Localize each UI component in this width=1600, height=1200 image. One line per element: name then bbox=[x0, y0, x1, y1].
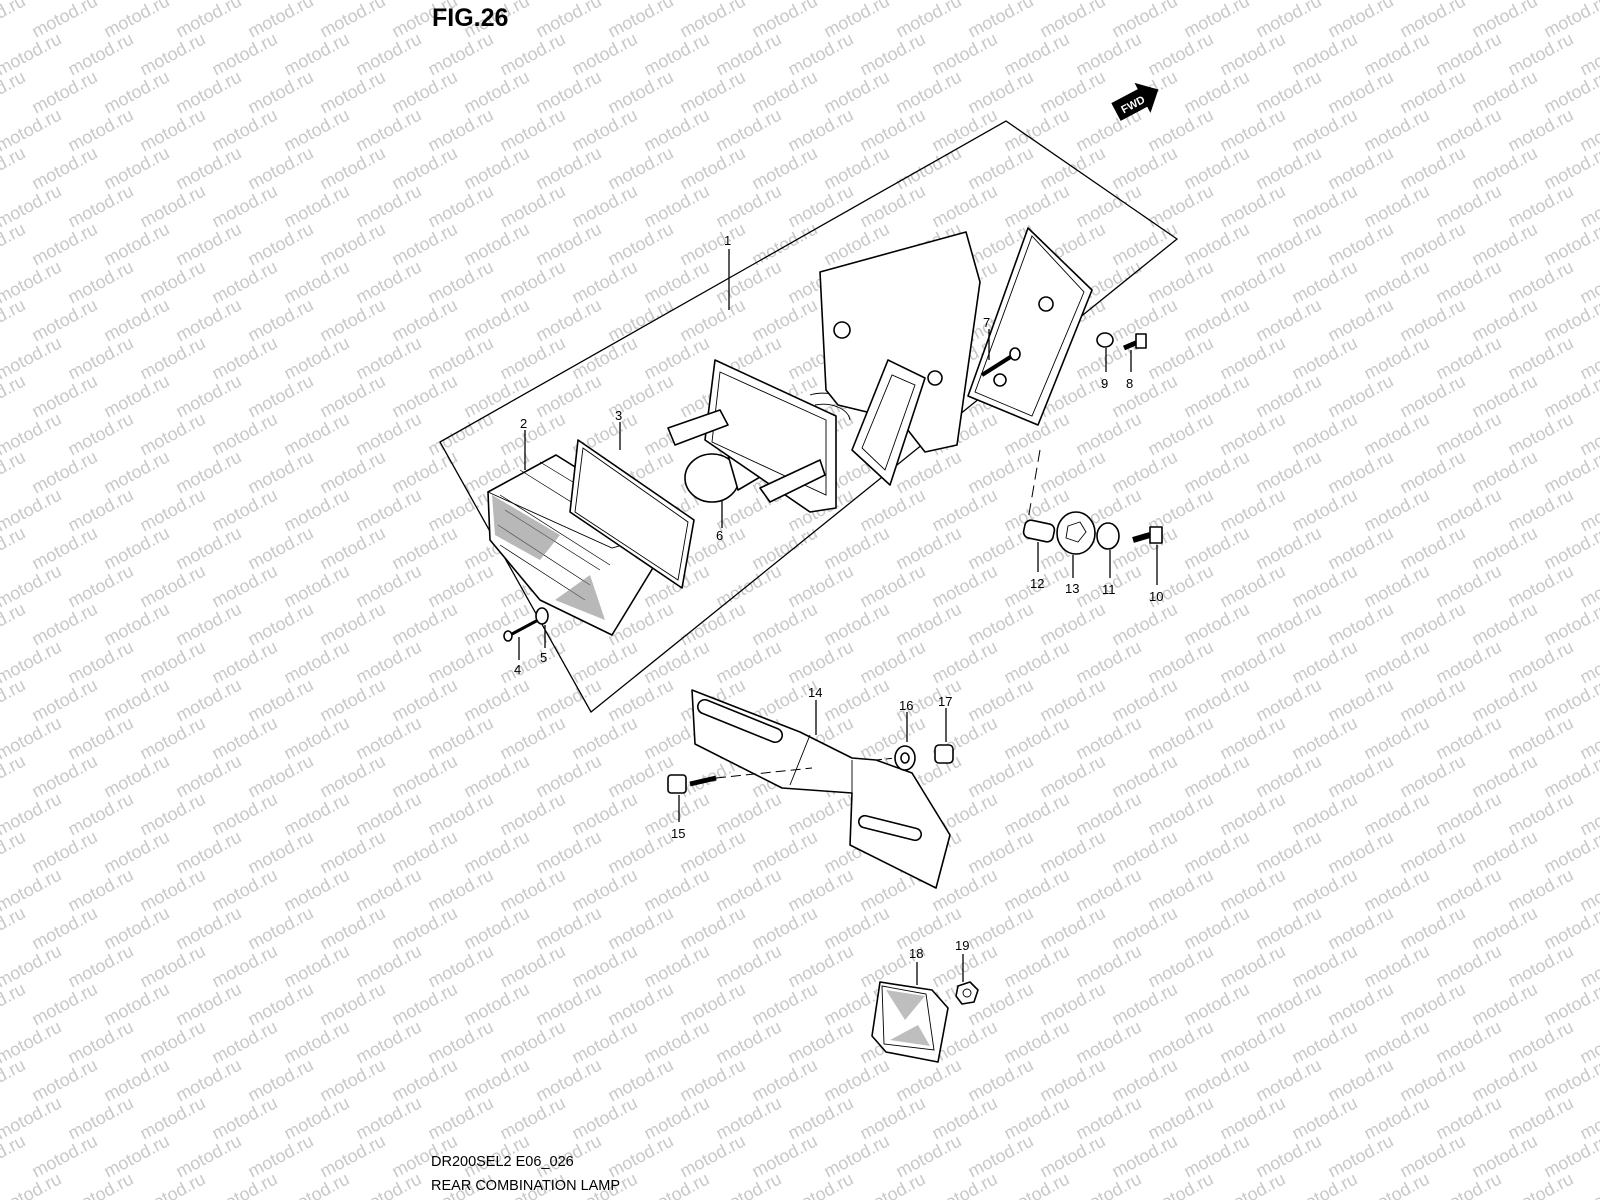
screw-4 bbox=[503, 617, 541, 642]
callout-14: 14 bbox=[808, 685, 822, 700]
bracket-part bbox=[819, 231, 981, 453]
bolt-10 bbox=[1132, 526, 1163, 544]
callout-13: 13 bbox=[1065, 581, 1079, 596]
callout-2: 2 bbox=[520, 416, 527, 431]
assembly-guide bbox=[1027, 449, 1041, 521]
washer-5 bbox=[535, 607, 549, 625]
nut-19 bbox=[955, 981, 979, 1005]
callout-17: 17 bbox=[938, 694, 952, 709]
gasket-part bbox=[569, 439, 695, 589]
callout-7: 7 bbox=[983, 315, 990, 330]
diagram-caption: REAR COMBINATION LAMP bbox=[431, 1178, 621, 1194]
callout-3: 3 bbox=[615, 408, 622, 423]
nut-17 bbox=[934, 744, 954, 764]
washer-11 bbox=[1096, 522, 1120, 550]
washer-16-hole bbox=[900, 752, 910, 764]
callout-18: 18 bbox=[909, 946, 923, 961]
collar-12 bbox=[1022, 519, 1056, 543]
callout-4: 4 bbox=[514, 662, 521, 677]
callout-5: 5 bbox=[540, 650, 547, 665]
bolt-15 bbox=[667, 767, 813, 794]
callout-6: 6 bbox=[716, 528, 723, 543]
fwd-arrow-icon: FWD bbox=[1111, 82, 1159, 121]
callout-11: 11 bbox=[1102, 582, 1116, 597]
callout-16: 16 bbox=[899, 698, 913, 713]
washer-9 bbox=[1096, 332, 1114, 348]
lens-part bbox=[486, 454, 678, 636]
callout-1: 1 bbox=[724, 233, 731, 248]
callout-12: 12 bbox=[1030, 576, 1044, 591]
callout-15: 15 bbox=[671, 826, 685, 841]
figure-title: FIG.26 bbox=[432, 4, 509, 32]
callout-9: 9 bbox=[1101, 376, 1108, 391]
grommet-13 bbox=[1056, 511, 1096, 555]
callout-19: 19 bbox=[955, 938, 969, 953]
lamp-housing bbox=[667, 359, 856, 513]
reflector-18 bbox=[871, 981, 949, 1063]
model-code: DR200SEL2 E06_026 bbox=[431, 1154, 574, 1170]
rear-cover-part bbox=[967, 227, 1093, 426]
screw-7 bbox=[980, 347, 1021, 377]
license-lamp-part bbox=[851, 359, 926, 486]
callout-10: 10 bbox=[1149, 589, 1163, 604]
bracket-14 bbox=[691, 689, 951, 889]
callout-8: 8 bbox=[1126, 376, 1133, 391]
screw-8 bbox=[1123, 333, 1147, 351]
